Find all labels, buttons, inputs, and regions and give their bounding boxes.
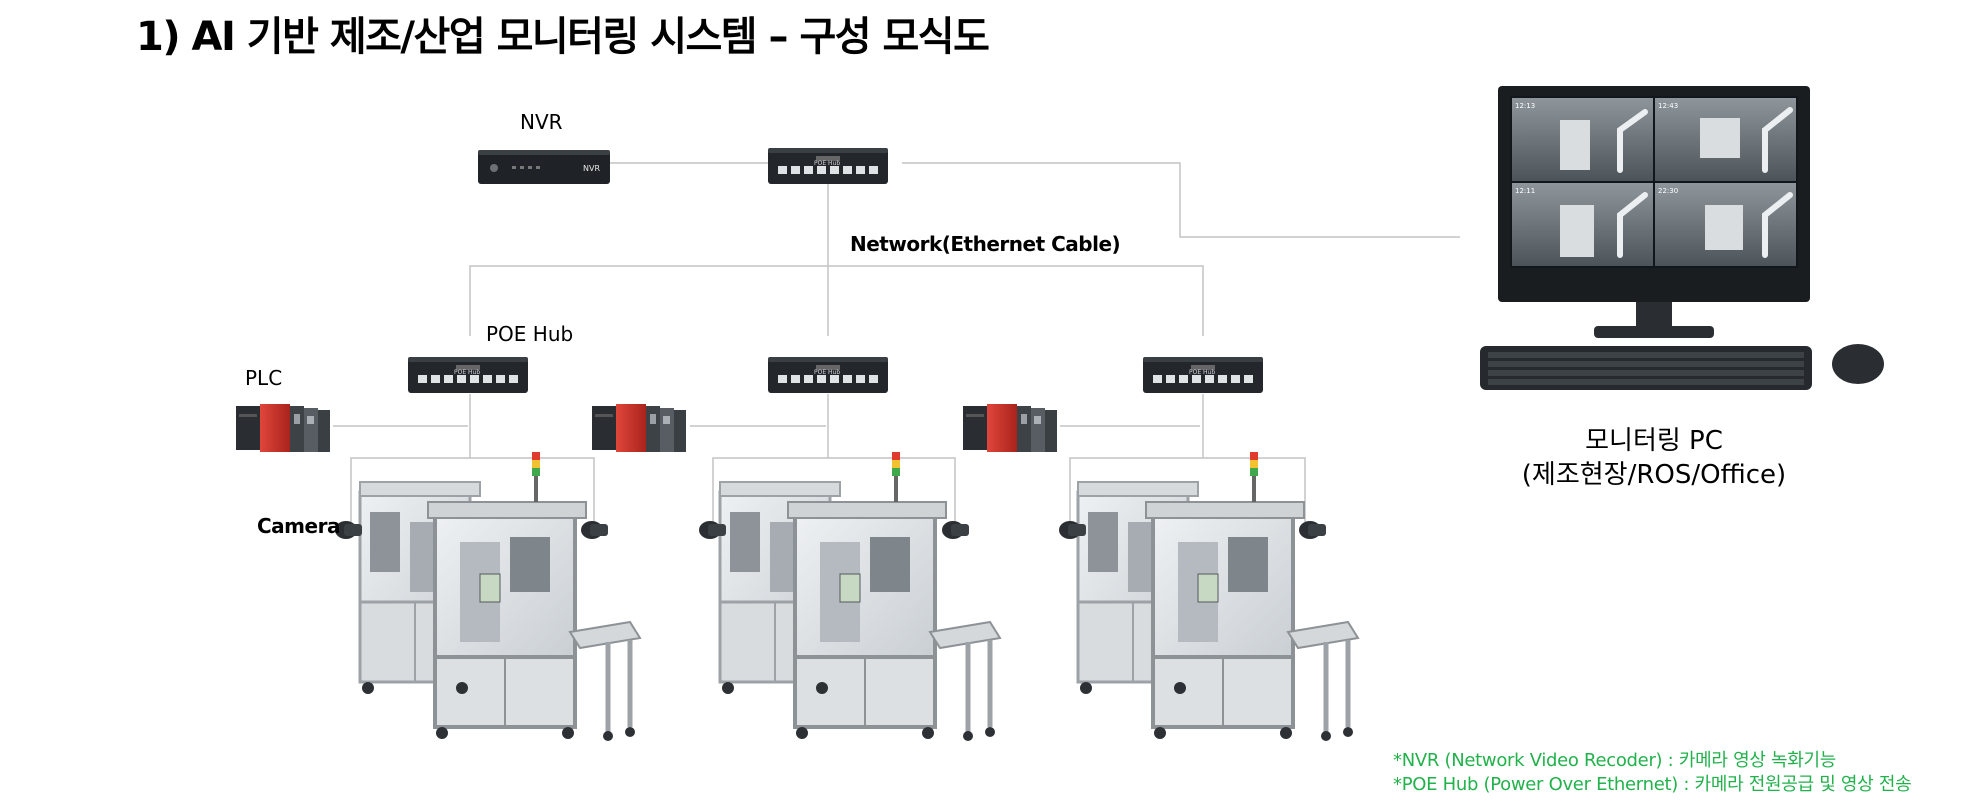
mouse [1832,344,1884,384]
page-title: 1) AI 기반 제조/산업 모니터링 시스템 – 구성 모식도 [136,14,990,60]
hub2-text: POE Hub [814,369,840,376]
nvr-label: NVR [520,110,563,134]
plc-label: PLC [245,366,283,390]
central-poe-hub: POE Hub [768,148,888,184]
camera-label: Camera [257,514,340,538]
manufacturing-station-1 [360,452,640,741]
plc-2 [592,404,686,452]
monitoring-pc-caption-line1: 모니터링 PC [1585,426,1723,456]
manufacturing-station-2 [720,452,1000,741]
monitoring-pc: 12:13 12:43 12:11 22:30 [1480,86,1884,390]
poe-hub-footnote: *POE Hub (Power Over Ethernet) : 카메라 전원공… [1393,774,1912,795]
plc-3 [963,404,1057,452]
hub1-text: POE Hub [454,369,480,376]
plc-1 [236,404,330,452]
nvr-device: NVR [478,150,610,184]
hub3-text: POE Hub [1189,369,1215,376]
poe-hub-label: POE Hub [486,322,574,346]
network-lines [333,162,1460,522]
central-hub-text: POE Hub [814,160,840,167]
monitor-screen-feeds: 12:13 12:43 12:11 22:30 [1512,98,1796,266]
network-label: Network(Ethernet Cable) [850,232,1121,256]
screen-timestamp-4: 22:30 [1658,187,1678,195]
nvr-device-text: NVR [583,164,600,173]
monitoring-pc-caption-line2: (제조현장/ROS/Office) [1521,460,1787,490]
screen-timestamp-2: 12:43 [1658,102,1678,110]
screen-timestamp-1: 12:13 [1515,102,1535,110]
nvr-footnote: *NVR (Network Video Recoder) : 카메라 영상 녹화… [1393,750,1837,771]
screen-timestamp-3: 12:11 [1515,187,1535,195]
manufacturing-station-3 [1078,452,1358,741]
